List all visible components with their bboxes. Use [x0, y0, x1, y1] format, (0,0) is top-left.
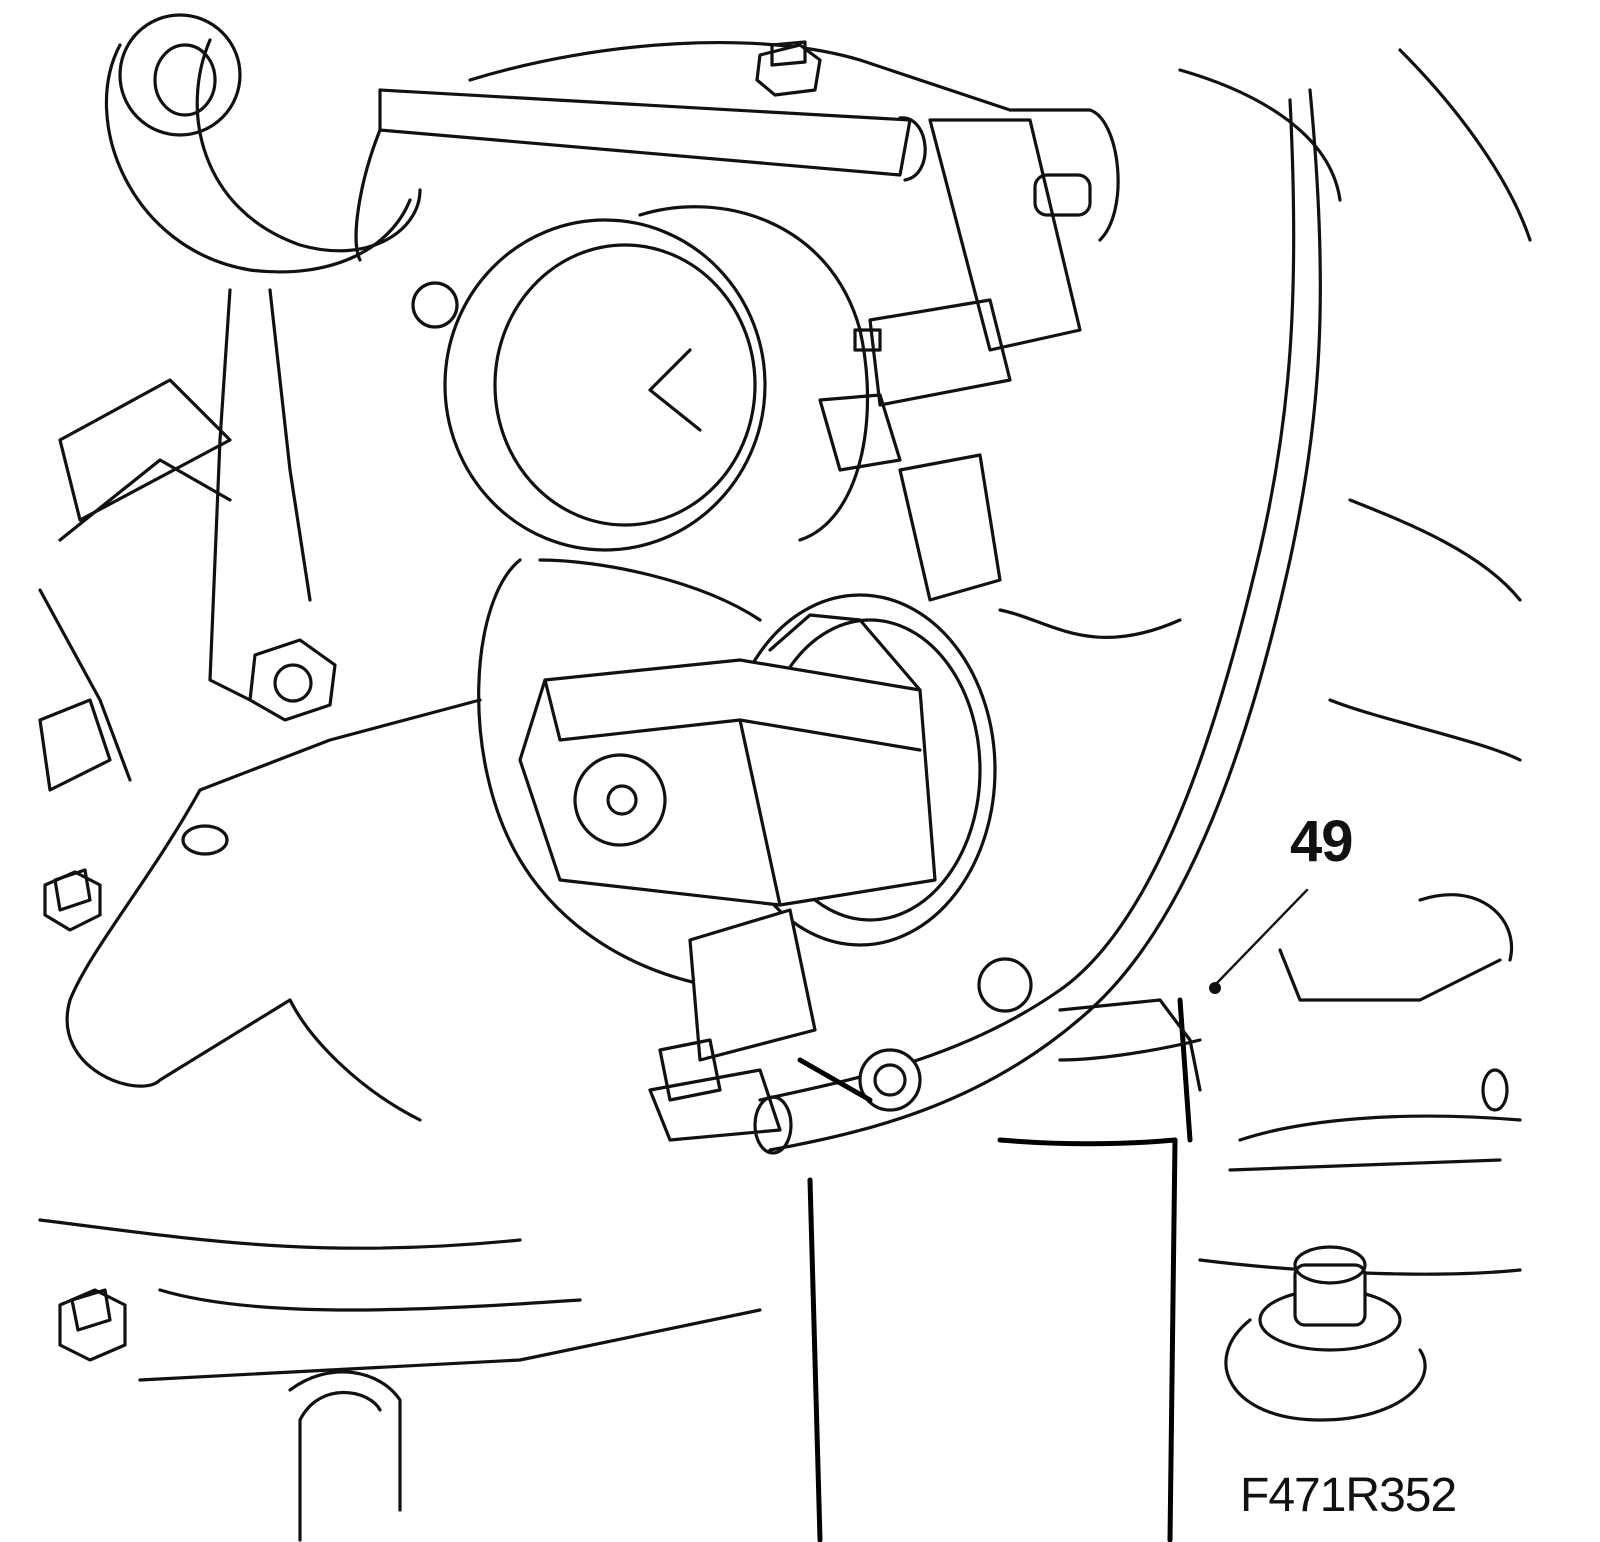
sensor-connector-upper: [818, 118, 1092, 602]
callout-label-49: 49: [1290, 809, 1354, 874]
bolt-top: [755, 40, 822, 97]
bolt-bottom-right: [1224, 1245, 1427, 1422]
throttle-body-port: [411, 205, 870, 552]
figure-code: F471R352: [1240, 1469, 1457, 1522]
pulley-top-left: [104, 13, 422, 274]
bolt-left-mid: [43, 868, 102, 932]
intake-pipe: [797, 997, 1202, 1542]
bolt-base-left: [858, 1048, 922, 1112]
upper-hose: [354, 40, 1120, 262]
bottom-bracket: [138, 1308, 762, 1542]
throttle-actuator: [518, 613, 937, 907]
curved-hose: [753, 88, 1322, 1155]
engine-block-left: [38, 698, 582, 1312]
bolt-bottom-left: [58, 1288, 127, 1362]
connector-lower: [648, 908, 817, 1142]
bolt-base-center: [977, 957, 1033, 1013]
left-bracket: [38, 288, 337, 792]
callout-leader: [1209, 888, 1309, 994]
